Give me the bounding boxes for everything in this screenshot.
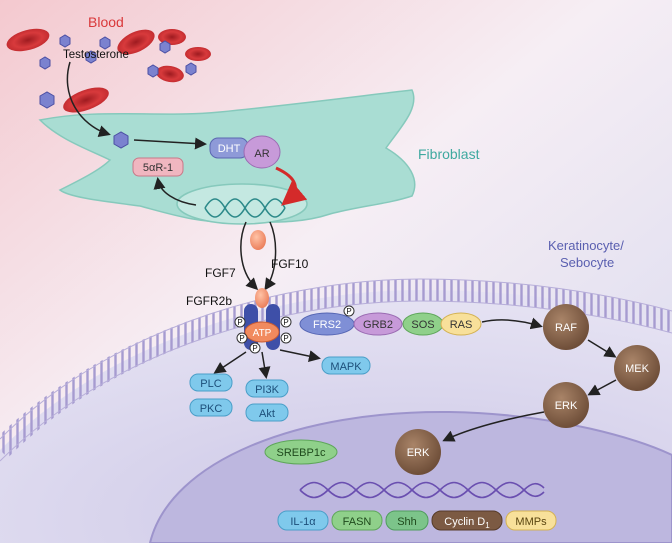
fgf-ligand xyxy=(250,230,266,250)
fgf10-label: FGF10 xyxy=(271,257,309,271)
erk-translocation-arrow xyxy=(442,411,545,442)
testosterone-molecules xyxy=(39,34,197,109)
akt-label: Akt xyxy=(259,408,275,420)
hexagon-icon xyxy=(85,50,97,64)
hexagon-icon xyxy=(113,131,129,149)
pkc-label: PKC xyxy=(200,403,223,415)
ar-circle xyxy=(243,135,281,169)
dna-helix-icon xyxy=(204,198,286,218)
fgfr2b-label: FGFR2b xyxy=(186,294,232,308)
svg-text:P: P xyxy=(283,334,288,343)
gene-cyclin-d1: Cyclin D1 xyxy=(431,510,503,531)
mek-to-erk-arrow xyxy=(587,379,617,396)
ras-to-raf-arrow xyxy=(481,317,543,330)
ar-label: AR xyxy=(254,148,269,160)
svg-text:P: P xyxy=(237,318,242,327)
frs2-label: FRS2 xyxy=(313,319,341,331)
dht-ar-complex: DHT AR xyxy=(209,135,281,169)
red-blood-cells xyxy=(6,28,211,113)
hexagon-icon xyxy=(39,56,51,70)
keratinocyte-cell xyxy=(0,278,672,544)
raf-to-mek-arrow xyxy=(587,339,617,358)
plc-label: PLC xyxy=(200,378,221,390)
raf-node: RAF xyxy=(543,304,589,350)
raf-label: RAF xyxy=(555,322,577,334)
grb2-pill xyxy=(353,312,403,336)
hexagon-icon xyxy=(147,64,159,78)
fibroblast-label: Fibroblast xyxy=(418,146,480,162)
svg-text:P: P xyxy=(252,344,257,353)
pkc-box: PKC xyxy=(189,398,233,417)
atp-label: ATP xyxy=(253,328,272,339)
mmps-label: MMPs xyxy=(515,516,547,528)
il1a-label: IL-1α xyxy=(290,516,316,528)
phospho-groups: P P P P P xyxy=(234,316,292,354)
mek-label: MEK xyxy=(625,363,650,375)
blood-label: Blood xyxy=(88,14,124,30)
erk-node: ERK xyxy=(543,382,589,428)
erk-nuclear-node: ERK xyxy=(395,429,441,475)
testosterone-arrow xyxy=(66,61,111,137)
pi3k-box: PI3K xyxy=(245,379,289,398)
5ar1-label: 5αR-1 xyxy=(143,162,173,174)
mek-node: MEK xyxy=(614,345,660,391)
sos-label: SOS xyxy=(411,319,434,331)
ar-to-nucleus-arrow xyxy=(275,166,308,206)
hexagon-icon xyxy=(39,91,55,109)
conversion-arrow xyxy=(133,137,207,150)
svg-text:P: P xyxy=(239,334,244,343)
gene-il1a: IL-1α xyxy=(277,510,329,531)
srebp1c-label: SREBP1c xyxy=(277,447,326,459)
to-plc-arrow xyxy=(213,351,247,374)
srebp1c-box: SREBP1c xyxy=(264,439,338,465)
fgfr2b-receptor: ATP P P P P P xyxy=(234,288,292,354)
hexagon-icon xyxy=(185,62,197,76)
rbc xyxy=(6,28,50,52)
akt-box: Akt xyxy=(245,403,289,422)
fgf7-label: FGF7 xyxy=(205,266,236,280)
nucleus-to-5ar1-arrow xyxy=(153,177,197,206)
cyclin-subscript: 1 xyxy=(485,521,490,530)
rbc xyxy=(117,29,155,55)
hexagon-icon xyxy=(159,40,171,54)
svg-text:P: P xyxy=(283,318,288,327)
keratinocyte-label: Keratinocyte/ xyxy=(548,238,624,253)
cyclin-label: Cyclin D xyxy=(444,516,485,528)
mapk-label: MAPK xyxy=(330,361,362,373)
ras-pill xyxy=(440,312,482,336)
hexagon-icon xyxy=(99,36,111,50)
atp-ellipse xyxy=(244,321,280,343)
gene-fasn: FASN xyxy=(331,510,383,531)
testosterone-label: Testosterone xyxy=(63,49,129,61)
to-mapk-arrow xyxy=(279,349,321,363)
fgf7-arrow xyxy=(240,221,259,291)
nuclear-dna-helix-icon xyxy=(299,481,545,499)
gene-mmps: MMPs xyxy=(505,510,557,531)
dht-label: DHT xyxy=(218,143,241,155)
shh-label: Shh xyxy=(397,516,417,528)
adapter-complex: FRS2 P GRB2 SOS RAS xyxy=(299,305,482,336)
5ar1-box xyxy=(132,157,184,177)
rbc xyxy=(185,47,211,61)
sebocyte-label: Sebocyte xyxy=(560,255,614,270)
fgf10-arrow xyxy=(264,221,277,291)
grb2-label: GRB2 xyxy=(363,319,393,331)
rbc xyxy=(156,65,184,83)
erk-label: ERK xyxy=(555,400,578,412)
erk-nuclear-label: ERK xyxy=(407,447,430,459)
plc-box: PLC xyxy=(189,373,233,392)
mapk-box: MAPK xyxy=(321,356,371,375)
frs2-phospho: P xyxy=(346,307,351,316)
to-pi3k-arrow xyxy=(258,351,271,379)
pi3k-label: PI3K xyxy=(255,384,280,396)
gene-shh: Shh xyxy=(385,510,429,531)
ras-label: RAS xyxy=(450,319,473,331)
svg-text:Cyclin D1: Cyclin D1 xyxy=(444,516,490,530)
fasn-label: FASN xyxy=(343,516,372,528)
hexagon-icon xyxy=(59,34,71,48)
